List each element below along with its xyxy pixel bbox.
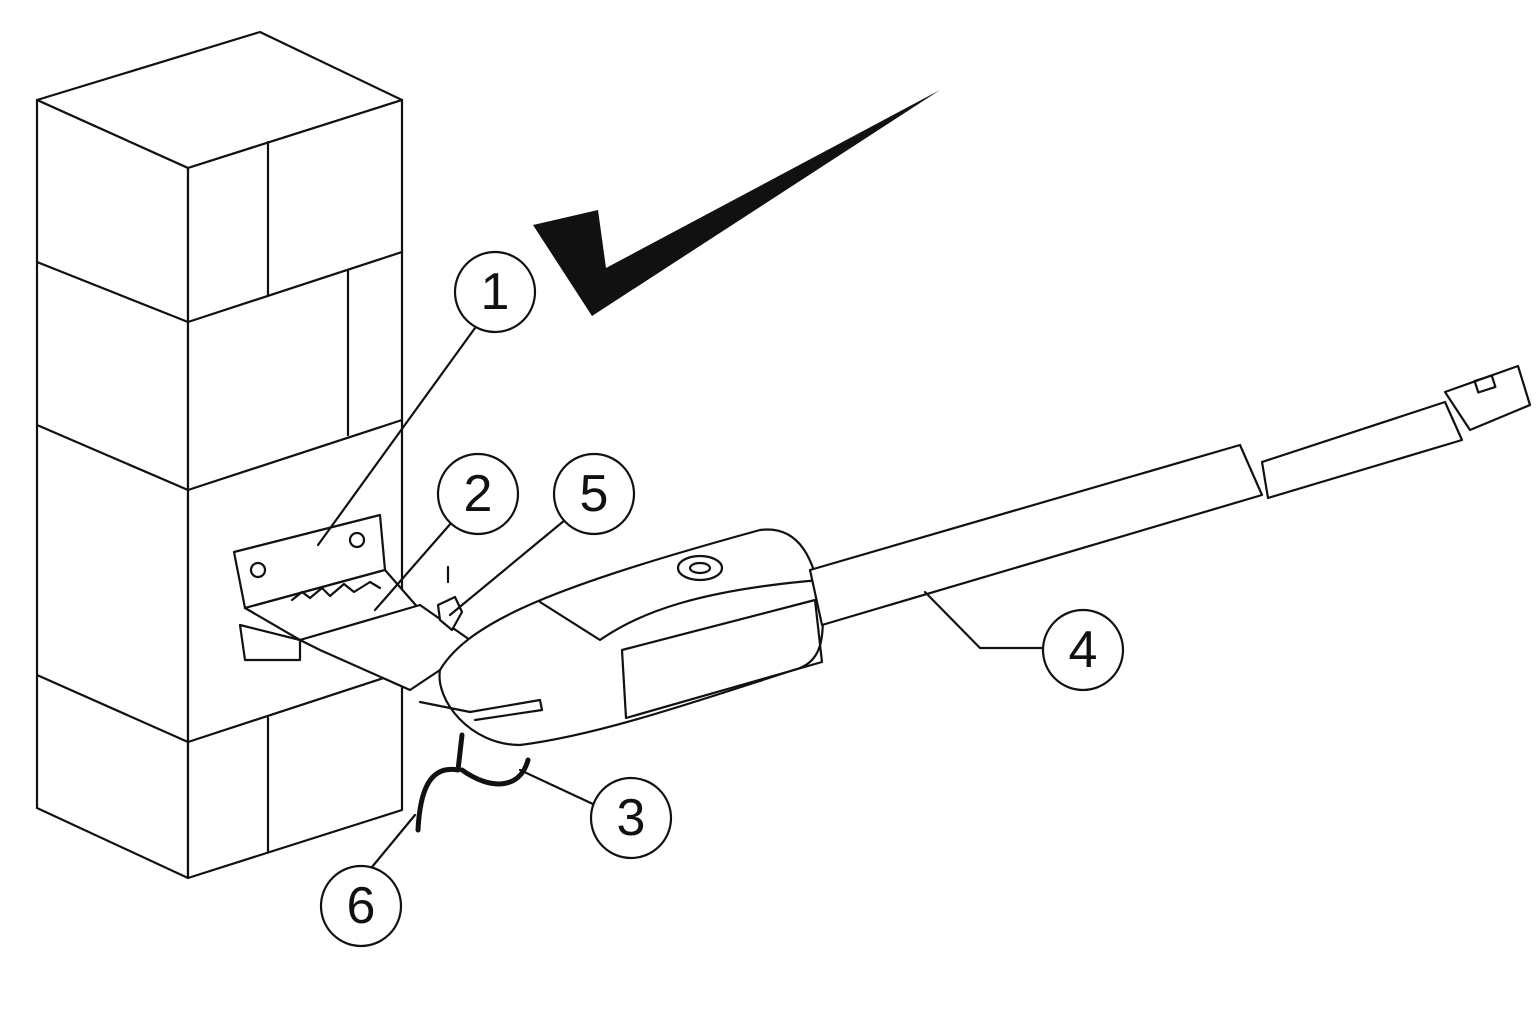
pin-5 (436, 595, 464, 632)
callout-label: 5 (580, 465, 609, 523)
callout-label: 1 (481, 263, 510, 321)
callout-label: 2 (464, 465, 493, 523)
actuator-arm (808, 364, 1532, 627)
callout-4: 4 (1041, 608, 1125, 692)
callout-5: 5 (552, 452, 636, 536)
actuator-motor (418, 528, 824, 747)
callout-label: 6 (347, 877, 376, 935)
brick-pillar (35, 30, 404, 880)
leader-lines (316, 326, 1045, 869)
callout-label: 3 (617, 789, 646, 847)
callout-3: 3 (589, 776, 673, 860)
callout-1: 1 (453, 250, 537, 334)
callout-2: 2 (436, 452, 520, 536)
callout-6: 6 (319, 864, 403, 948)
wall-bracket (232, 513, 422, 662)
callout-label: 4 (1069, 621, 1098, 679)
checkmark-icon (533, 90, 940, 316)
cable (415, 732, 531, 833)
